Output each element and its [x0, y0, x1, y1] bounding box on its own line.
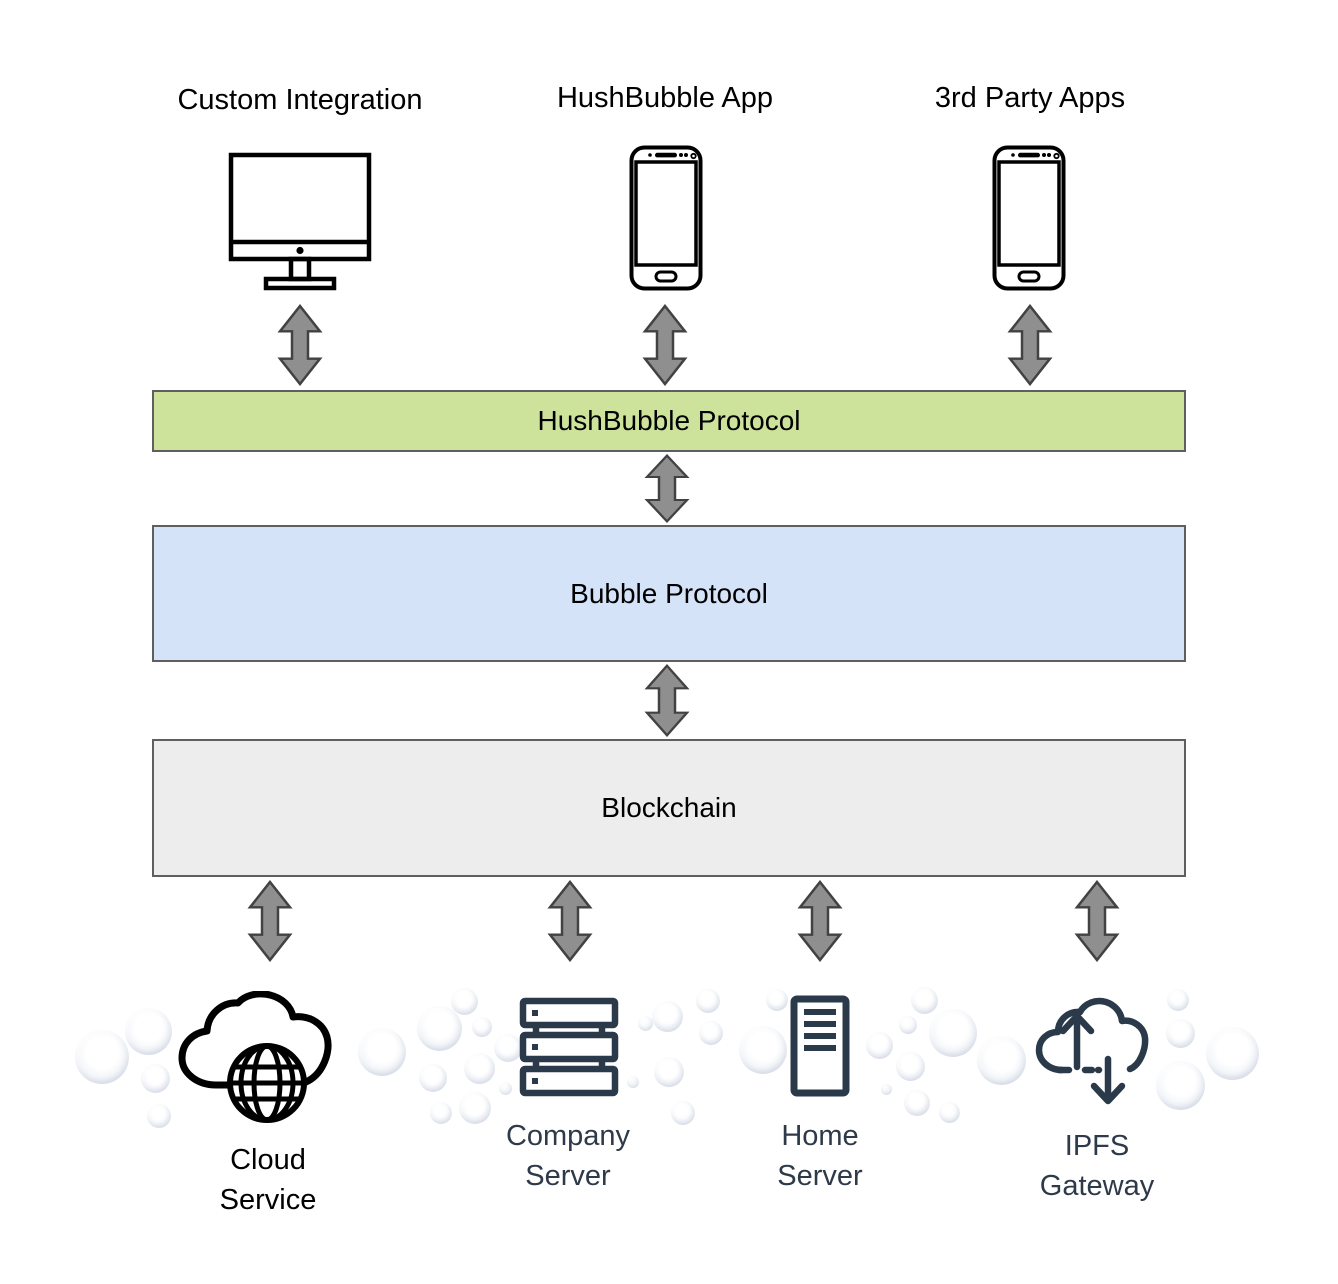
bubble-decoration [147, 1104, 171, 1128]
bubble-decoration [75, 1030, 129, 1084]
bubble-decoration [977, 1036, 1026, 1085]
layer-label: Bubble Protocol [570, 577, 768, 609]
bubble-decoration [739, 1026, 787, 1074]
double-arrow-icon [277, 304, 323, 386]
tower-server-icon [790, 995, 850, 1097]
bubble-decoration [911, 987, 938, 1014]
layer-label: HushBubble Protocol [537, 405, 801, 436]
double-arrow-icon [644, 664, 690, 737]
client-label-3rd-party-apps: 3rd Party Apps [934, 82, 1126, 114]
double-arrow-icon [642, 304, 688, 386]
bubble-decoration [1166, 1019, 1195, 1048]
bubble-decoration [472, 1017, 492, 1037]
bubble-decoration [881, 1084, 892, 1095]
layer-hushbubble-protocol: HushBubble Protocol [152, 390, 1186, 452]
bubble-decoration [1206, 1027, 1259, 1080]
bubble-decoration [904, 1090, 930, 1116]
storage-label-company-server: Company Server [505, 1120, 631, 1193]
bubble-decoration [654, 1057, 684, 1087]
layer-bubble-protocol: Bubble Protocol [152, 525, 1186, 662]
bubble-decoration [459, 1092, 491, 1124]
layer-blockchain: Blockchain [152, 739, 1186, 877]
bubble-decoration [699, 1021, 723, 1045]
server-rack-icon [519, 997, 619, 1097]
bubble-decoration [358, 1028, 406, 1076]
bubble-decoration [627, 1076, 639, 1088]
storage-label-cloud-service: Cloud Service [219, 1144, 317, 1217]
bubble-decoration [417, 1006, 462, 1051]
client-label-custom-integration: Custom Integration [177, 84, 423, 116]
upload-arrow-icon [1059, 1012, 1095, 1071]
bubble-decoration [451, 988, 478, 1015]
bubble-decoration [766, 989, 788, 1011]
download-arrow-icon [1090, 1055, 1126, 1105]
double-arrow-icon [247, 880, 293, 962]
smartphone-icon [992, 145, 1066, 291]
storage-label-home-server: Home Server [777, 1120, 863, 1193]
bubble-decoration [899, 1016, 917, 1034]
bubble-decoration [419, 1064, 447, 1092]
bubble-decoration [696, 989, 720, 1013]
bubble-decoration [430, 1102, 452, 1124]
bubble-decoration [141, 1064, 170, 1093]
bubble-decoration [464, 1053, 495, 1084]
bubble-decoration [638, 1016, 653, 1031]
bubble-decoration [896, 1052, 925, 1081]
layer-label: Blockchain [601, 792, 737, 823]
double-arrow-icon [644, 454, 690, 523]
client-label-hushbubble-app: HushBubble App [556, 82, 774, 114]
bubble-decoration [652, 1001, 683, 1032]
bubble-decoration [939, 1102, 960, 1123]
double-arrow-icon [1007, 304, 1053, 386]
cloud-globe-icon [178, 991, 332, 1123]
double-arrow-icon [547, 880, 593, 962]
cloud-transfer-icon [1035, 997, 1149, 1105]
storage-label-ipfs-gateway: IPFS Gateway [1039, 1130, 1155, 1203]
bubble-decoration [929, 1009, 977, 1057]
bubble-decoration [1167, 989, 1189, 1011]
double-arrow-icon [1074, 880, 1120, 962]
globe-icon [227, 1043, 307, 1123]
bubble-decoration [866, 1032, 893, 1059]
bubble-decoration [494, 1034, 522, 1062]
bubble-decoration [1156, 1061, 1205, 1110]
bubble-decoration [499, 1082, 512, 1095]
bubble-decoration [671, 1101, 695, 1125]
smartphone-icon [629, 145, 703, 291]
double-arrow-icon [797, 880, 843, 962]
desktop-monitor-icon [228, 152, 372, 291]
bubble-decoration [125, 1008, 172, 1055]
